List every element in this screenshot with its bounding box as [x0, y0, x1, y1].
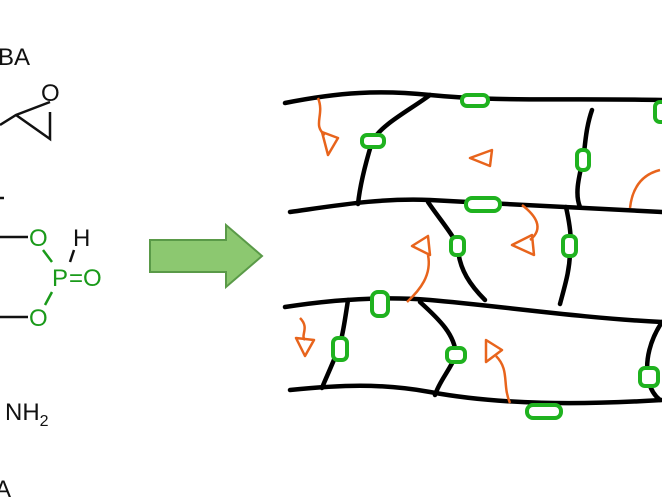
triangle-icon	[320, 130, 340, 157]
flame-retardant-molecules	[294, 97, 661, 404]
polymer-chain	[287, 197, 662, 215]
triangle-icon	[468, 148, 494, 168]
polymer-chain	[282, 90, 662, 106]
epoxy-label: BA	[0, 44, 30, 71]
phosphorus-crosslink	[445, 346, 467, 364]
amine-label: A	[0, 476, 11, 497]
phosphorus: P	[52, 265, 68, 292]
amine-group: NH2	[5, 399, 49, 430]
phosphorus-crosslink	[331, 336, 349, 362]
crosslinked-network	[282, 90, 662, 420]
amine-structure: NH2 A	[0, 399, 49, 497]
carbon-bonds	[0, 235, 28, 319]
epoxy-structure: BA O	[0, 44, 60, 142]
phosphite-hydrogen: H	[73, 225, 90, 252]
triangle-icon	[510, 233, 536, 257]
phosphorus-crosslink	[370, 290, 390, 318]
polymer-chain	[287, 383, 662, 406]
triangle-icon	[294, 336, 316, 358]
epoxy-oxygen: O	[41, 80, 60, 107]
phosphorus-crosslink	[638, 366, 660, 388]
reaction-arrow-icon	[149, 222, 264, 290]
phosphorus-crosslink	[449, 235, 466, 257]
triangle-icon	[484, 338, 504, 364]
phosphorus-crosslink	[464, 196, 502, 213]
phosphorus-crosslink	[561, 234, 578, 258]
phosphorus-crosslink	[360, 133, 386, 149]
phosphite-oxygen-top: O	[29, 225, 48, 252]
phosphorus-crosslink	[575, 148, 591, 172]
triangle-icon	[410, 234, 432, 257]
phosphorus-crosslink	[460, 93, 490, 108]
phosphite-double-oxygen: =O	[69, 265, 102, 292]
phosphorus-crosslink	[653, 100, 662, 124]
phosphorus-crosslink	[525, 403, 563, 420]
phosphite-oxygen-bottom: O	[29, 305, 48, 332]
phosphite-structure: O O H P =O	[0, 196, 102, 332]
epoxide-ring	[0, 100, 52, 142]
polymer-chain	[282, 296, 662, 325]
